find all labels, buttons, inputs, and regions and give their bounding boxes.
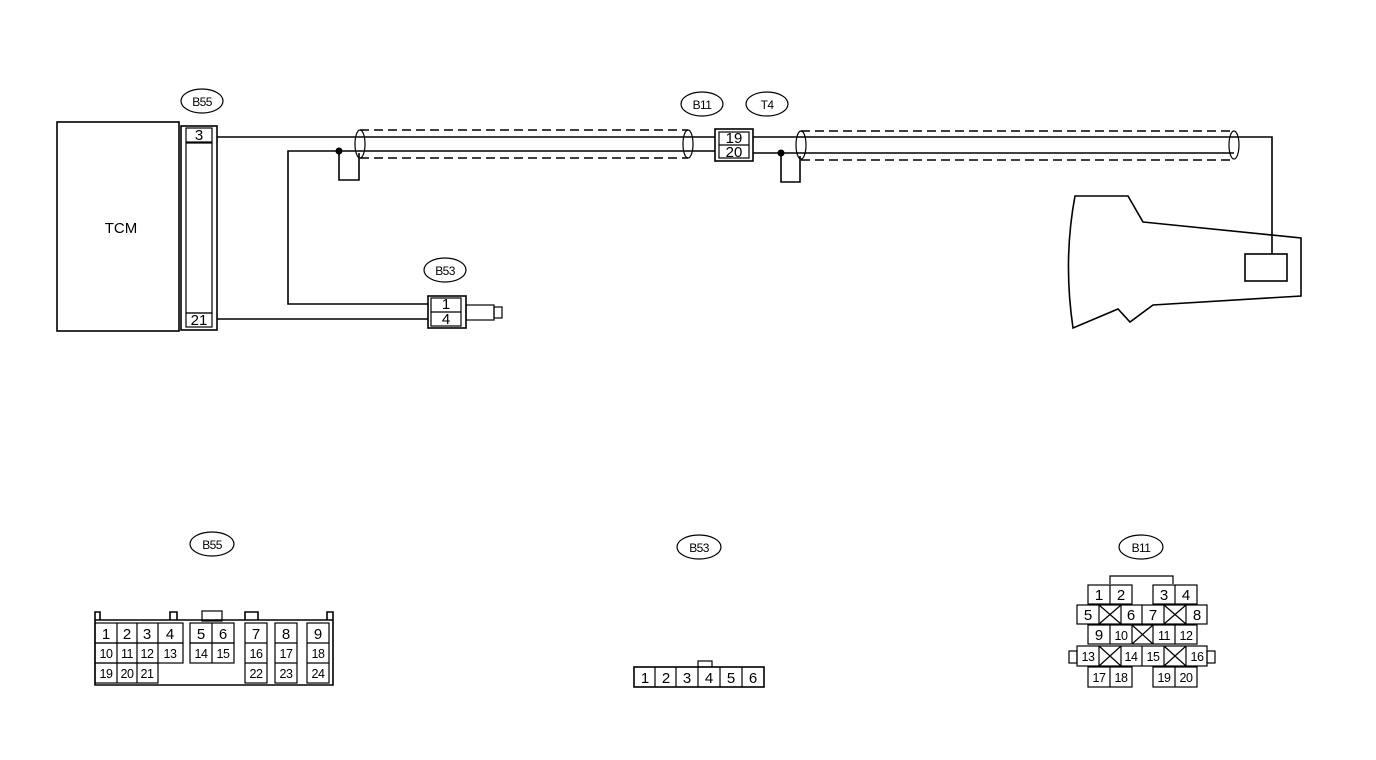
b55-face-pin: 9 — [314, 626, 322, 643]
t4-top-label: T4 — [761, 98, 775, 112]
tcm-label: TCM — [105, 220, 138, 237]
b55-pin-3: 3 — [195, 127, 203, 144]
b55-face-pin: 23 — [280, 667, 293, 681]
b11-face-pin: 14 — [1125, 650, 1138, 664]
b55-face-pin: 1 — [102, 626, 110, 643]
junction-pin-20: 20 — [726, 144, 743, 161]
b11-face-pin: 2 — [1117, 587, 1125, 604]
b55-group1: 1 2 3 4 10 11 12 13 19 20 21 — [94, 622, 184, 684]
b55-top-tag: B55 — [180, 88, 224, 114]
b11-face-pin: 15 — [1147, 650, 1160, 664]
b55-face-pin: 16 — [250, 647, 263, 661]
b55-face-pin: 2 — [123, 626, 131, 643]
b55-face-tag: B55 — [189, 531, 235, 557]
b55-connector-face: 1 2 3 4 10 11 12 13 19 20 21 5 6 14 15 — [94, 610, 334, 686]
b11-face-pin: 10 — [1115, 629, 1128, 643]
b55-face-pin: 24 — [312, 667, 325, 681]
b55-face-pin: 3 — [143, 626, 151, 643]
b53-pin-1: 1 — [442, 296, 450, 313]
b55-face-pin: 5 — [197, 626, 205, 643]
b11-face-pin: 13 — [1082, 650, 1095, 664]
b55-face-pin: 22 — [250, 667, 263, 681]
b55-face-pin: 10 — [100, 647, 113, 661]
b55-face-pin: 4 — [166, 626, 174, 643]
b55-face-pin: 12 — [141, 647, 154, 661]
b55-face-pin: 7 — [252, 626, 260, 643]
b55-top-label: B55 — [192, 95, 212, 109]
b11-row5: 17 18 19 20 — [1087, 666, 1198, 688]
b55-group2: 5 6 14 15 — [189, 622, 235, 664]
wire-pin3 — [217, 136, 1273, 254]
b11-face-pin: 12 — [1180, 629, 1193, 643]
t4-top-tag: T4 — [745, 91, 789, 117]
b53-face-pin: 1 — [641, 670, 649, 687]
b53-face-pin: 3 — [683, 670, 691, 687]
b53-face-pin: 4 — [705, 670, 713, 687]
b11-row2: 5 6 7 8 — [1076, 604, 1208, 625]
b53-top-label: B53 — [435, 264, 455, 278]
b55-col7: 7 16 22 — [244, 622, 268, 684]
b11-face-pin: 6 — [1127, 607, 1135, 624]
b55-face-pin: 13 — [164, 647, 177, 661]
b11-row3: 9 10 11 12 — [1087, 624, 1198, 645]
b11-face-pin: 19 — [1158, 671, 1171, 685]
b11-top-tag: B11 — [680, 91, 724, 117]
b55-col9: 9 18 24 — [306, 622, 330, 684]
b11-row4: 13 14 15 16 — [1068, 645, 1216, 667]
b11-face-pin: 16 — [1191, 650, 1204, 664]
b55-face-pin: 15 — [217, 647, 230, 661]
b11-bottom-label: B11 — [1132, 541, 1152, 555]
b55-face-pin: 20 — [121, 667, 134, 681]
b53-face-pin: 5 — [727, 670, 735, 687]
b55-face-pin: 18 — [312, 647, 325, 661]
b11-face-pin: 3 — [1160, 587, 1168, 604]
b11-face-pin: 20 — [1180, 671, 1193, 685]
b53-face-tag: B53 — [676, 534, 722, 560]
b11-top-label: B11 — [693, 98, 713, 112]
b55-face-pin: 19 — [100, 667, 113, 681]
b53-pin-4: 4 — [442, 311, 450, 328]
b53-face-pin: 2 — [662, 670, 670, 687]
b11-face-pin: 11 — [1158, 629, 1171, 643]
b55-face-pin: 11 — [121, 647, 134, 661]
b53-top-tag: B53 — [423, 257, 467, 283]
b11-face-tag: B11 — [1118, 534, 1164, 560]
b55-face-pin: 14 — [195, 647, 208, 661]
b55-pin-21: 21 — [191, 312, 208, 329]
b11-face-pin: 8 — [1193, 607, 1201, 624]
b11-face-pin: 5 — [1084, 607, 1092, 624]
shielded-cable-2 — [795, 130, 1240, 161]
b11-face-pin: 9 — [1095, 627, 1103, 644]
b53-sensor: 1 4 — [427, 295, 503, 329]
b55-face-pin: 17 — [280, 647, 293, 661]
shield-ground-1 — [335, 147, 360, 181]
b55-bottom-label: B55 — [202, 538, 222, 552]
b11-t4-junction-connector: 19 20 — [714, 128, 754, 162]
tcm-module: TCM — [56, 121, 180, 332]
b53-bottom-label: B53 — [689, 541, 709, 555]
b55-face-pin: 6 — [219, 626, 227, 643]
b53-face-pin: 6 — [749, 670, 757, 687]
b53-connector-face: 1 2 3 4 5 6 — [633, 660, 765, 688]
shield-ground-2 — [777, 149, 801, 183]
b11-face-pin: 17 — [1093, 671, 1106, 685]
b11-connector-face: 1 2 3 4 5 6 7 8 9 10 11 12 — [1068, 575, 1216, 688]
b11-face-pin: 18 — [1115, 671, 1128, 685]
b11-face-pin: 4 — [1182, 587, 1190, 604]
b55-connector-strip: 3 21 — [180, 125, 218, 331]
shielded-cable-1 — [354, 129, 694, 159]
b55-face-pin: 8 — [282, 626, 290, 643]
junction-pin-19: 19 — [726, 130, 743, 147]
wire-signal — [287, 150, 1234, 305]
transmission-outline — [1067, 195, 1302, 330]
b55-face-pin: 21 — [141, 667, 154, 681]
b11-face-pin: 7 — [1149, 607, 1157, 624]
b55-col8: 8 17 23 — [274, 622, 298, 684]
b11-row1: 1 2 3 4 — [1087, 584, 1198, 605]
b11-face-pin: 1 — [1095, 587, 1103, 604]
